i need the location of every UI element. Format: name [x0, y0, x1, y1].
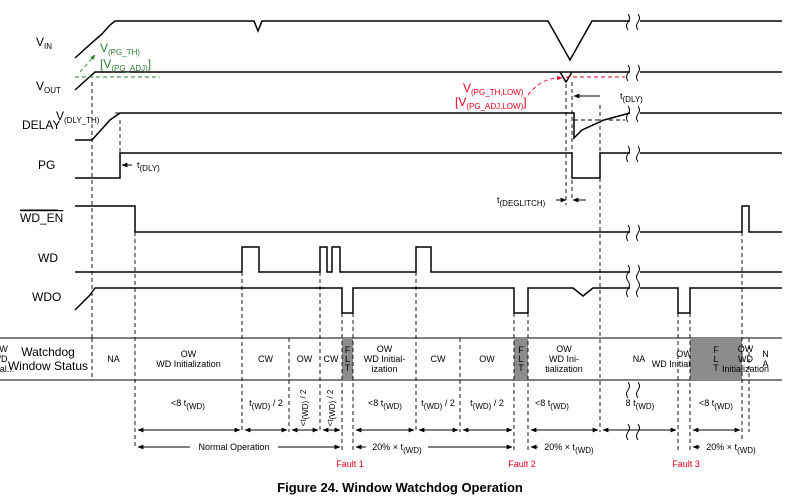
status-cell-text: tialization — [545, 364, 583, 374]
status-cell-fault-fill — [690, 338, 742, 380]
status-cell-text: L — [345, 354, 350, 364]
vout-label: VOUT — [36, 79, 61, 95]
status-cell-text: OW — [556, 344, 572, 354]
vin-label: VIN — [36, 35, 52, 51]
status-cell-text: WD Initial- — [364, 354, 406, 364]
status-cell-text: CW — [431, 354, 446, 364]
threshold-lines — [91, 82, 625, 340]
red-threshold — [527, 75, 625, 96]
status-cell-text: A — [762, 359, 768, 369]
status-header-line-2: Window Status — [8, 359, 88, 373]
timing-lt8-2: <8 t(WD) — [368, 398, 402, 411]
timing-half-2: t(WD) / 2 — [421, 398, 455, 411]
tdly-1-label: t(DLY) — [137, 160, 160, 173]
status-cell-text: F — [518, 345, 524, 355]
fault-2-label: Fault 2 — [508, 459, 536, 469]
status-cell-text: OW — [676, 349, 692, 359]
span-normal-operation: Normal Operation — [198, 442, 269, 452]
status-cell-text: WD Ini- — [549, 354, 579, 364]
timing-row: <8 t(WD) t(WD) / 2 <t(WD) / 2 <t(WD) / 2… — [137, 389, 741, 433]
wd-en-label: WD_EN — [20, 211, 63, 225]
status-header-line-1: Watchdog — [21, 345, 75, 359]
status-cell-text: OW — [0, 344, 8, 354]
timing-half-1: t(WD) / 2 — [249, 398, 283, 411]
status-cell-text: T — [518, 363, 524, 373]
status-cell-text: F — [713, 345, 719, 355]
break-marks — [626, 13, 640, 441]
status-cell-text: OW — [479, 354, 495, 364]
waveforms — [74, 20, 782, 314]
status-cell-text: WD — [0, 354, 8, 364]
span-pct-3: 20% × t(WD) — [706, 442, 756, 455]
span-row: Normal Operation 20% × t(WD) 20% × t(WD)… — [137, 440, 762, 455]
timing-lt8-3: <8 t(WD) — [535, 398, 569, 411]
status-cell-text: T — [345, 363, 351, 373]
span-pct-2: 20% × t(WD) — [544, 442, 594, 455]
figure-caption: Figure 24. Window Watchdog Operation — [277, 480, 523, 495]
status-cell-text: CW — [324, 354, 339, 364]
wd-label: WD — [38, 251, 58, 265]
wdo-label: WDO — [32, 290, 61, 304]
vpg-th-label: V(PG_TH) — [100, 41, 140, 57]
status-cell-text: WD Initialization — [156, 359, 221, 369]
status-cell-text: WD Initialization — [652, 359, 717, 369]
cell-boundaries — [91, 178, 750, 450]
status-cell-text: Initialization — [722, 364, 769, 374]
timing-half-vertical-1: <t(WD) / 2 — [299, 389, 310, 426]
wd-en-waveform — [75, 205, 782, 233]
vpg-adj-low-label: [V(PG_ADJ,LOW)] — [455, 95, 527, 111]
timing-lt8-1: <8 t(WD) — [171, 398, 205, 411]
status-cell-text: N — [762, 349, 769, 359]
status-cell-text: WD — [738, 354, 753, 364]
status-cell-text: OW — [181, 349, 197, 359]
status-cell-text: L — [713, 354, 718, 364]
status-cell-text: OW — [377, 344, 393, 354]
status-cell-text: T — [713, 363, 719, 373]
status-cell-text: L — [518, 354, 523, 364]
fault-3-label: Fault 3 — [672, 459, 700, 469]
wd-waveform — [75, 246, 782, 273]
status-cell-text: F — [345, 345, 351, 355]
status-cell-fault-fill — [342, 338, 353, 380]
timing-lt8-4: <8 t(WD) — [699, 398, 733, 411]
timing-half-vertical-2: <t(WD) / 2 — [326, 389, 337, 426]
status-cell-text: CW — [258, 354, 273, 364]
tdeglitch-label: t(DEGLITCH) — [497, 195, 546, 208]
fault-1-label: Fault 1 — [336, 459, 364, 469]
status-cell-text: OW — [297, 354, 313, 364]
vout-waveform — [74, 71, 782, 91]
status-cell-text: NA — [633, 354, 646, 364]
status-cell-text: NA — [107, 354, 120, 364]
vpg-th-low-label: V(PG_TH,LOW) — [463, 81, 524, 97]
vin-waveform — [74, 20, 782, 62]
pg-waveform — [75, 152, 782, 179]
wdo-waveform — [74, 287, 782, 314]
vpg-adj-label: [V(PG_ADJ)] — [100, 57, 151, 73]
timing-half-3: t(WD) / 2 — [470, 398, 504, 411]
status-cell-fault-fill — [514, 338, 528, 380]
status-cell-text: ization — [371, 364, 397, 374]
span-pct-1: 20% × t(WD) — [372, 442, 422, 455]
tdly-2-label: t(DLY) — [620, 91, 643, 104]
timing-eq8: 8 t(WD) — [626, 398, 655, 411]
pg-label: PG — [38, 158, 55, 172]
delay-label: DELAY — [22, 118, 60, 132]
status-cell-text: Initial... — [0, 364, 14, 374]
vdly-th-label: V(DLY_TH) — [56, 109, 100, 125]
status-cell-text: OW — [738, 344, 754, 354]
delay-waveform — [75, 112, 782, 141]
green-threshold — [75, 54, 160, 78]
